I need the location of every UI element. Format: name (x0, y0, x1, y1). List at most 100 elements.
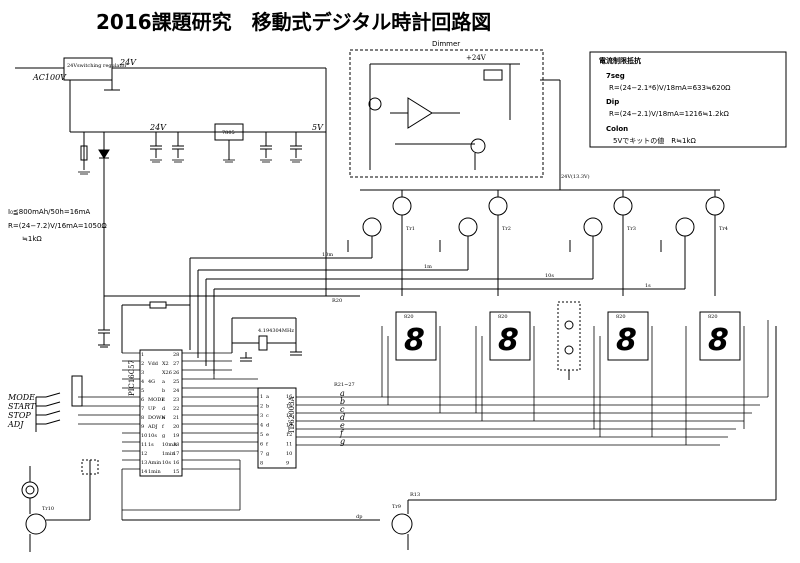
misc-wires (121, 374, 241, 520)
dimmer-section: Dimmer +24V (349, 40, 561, 190)
resistor (80, 145, 88, 161)
w10s-label: 10s (545, 273, 554, 279)
decoder-pin-left: 1 (260, 394, 263, 400)
tr-pnp-2 (488, 196, 508, 216)
tr10 (25, 513, 47, 535)
digit-10m (395, 311, 437, 361)
switch-adj: ADJ (7, 420, 24, 429)
dp-label: dp (356, 514, 362, 520)
pic-pin-left: 12 (141, 451, 147, 457)
pic-sig-right: X2 (162, 361, 169, 367)
crystal-label: 4.194304MHz (258, 328, 294, 334)
pic-sig-right: 10s (162, 460, 171, 466)
switch-mode: MODE (7, 393, 35, 402)
node-e: e (340, 421, 345, 430)
cds-sensor (368, 97, 382, 111)
decoder-pin-left: 2 (260, 404, 263, 410)
note-colon-text: 5Vでキットの値 R≒1kΩ (613, 136, 696, 145)
pic-pin-left: 14 (141, 469, 147, 475)
ac-label: AC100V (32, 73, 67, 82)
w10m-label: 10m (322, 252, 333, 258)
pic-sig-left: Vdd (147, 361, 159, 367)
tr9-label: Tr9 (392, 504, 401, 510)
note-dip-label: Dip (606, 98, 619, 106)
node-g: g (340, 437, 345, 446)
relay (483, 69, 503, 81)
pic-sig-left: UP (148, 406, 156, 412)
pic-pin-right: 25 (173, 379, 179, 385)
digit-1s-glyph: 8 (708, 323, 729, 358)
tr-npn-1 (362, 217, 382, 237)
pic-pin-left: 9 (141, 424, 144, 430)
digit-1m-glyph: 8 (498, 323, 519, 358)
decoder-pin-left: 7 (260, 451, 263, 457)
tr9 (391, 513, 413, 535)
v5-label: 5V (312, 123, 324, 132)
pic-pin-right: 20 (173, 424, 179, 430)
crystal (258, 335, 268, 351)
pic-pin-right: 23 (173, 397, 179, 403)
digit-glyphs: 8 8 8 8 820 820 820 820 (404, 314, 729, 358)
switch-labels: MODE START STOP ADJ (7, 393, 36, 429)
pic-pin-right: 19 (173, 433, 179, 439)
decoder-sig-left: c (266, 413, 269, 419)
decoder-pin-right: 12 (286, 432, 292, 438)
transistor-label: Tr4 (719, 226, 728, 232)
pic-sig-right: X26 (162, 370, 172, 376)
pic-chip: PIC16C57 (128, 349, 183, 477)
left-notes: I₀≦800mAh/50h=16mA R=(24−7.2)V/16mA=1050… (8, 208, 107, 243)
pic-pin-left: 5 (141, 388, 144, 394)
w1s-label: 1s (645, 283, 651, 289)
decoder-sig-left: a (266, 394, 269, 400)
pic-sig-right: c (162, 397, 165, 403)
left-note-1: I₀≦800mAh/50h=16mA (8, 208, 90, 216)
left-note-2: R=(24−7.2)V/16mA=1050Ω (8, 222, 107, 230)
switch-start: START (8, 402, 36, 411)
v24b-label: 24V (149, 123, 167, 132)
pic-pin-right: 26 (173, 370, 179, 376)
r20-label: R20 (332, 298, 342, 304)
tr-npn-2 (458, 217, 478, 237)
tr-pnp-4 (705, 196, 725, 216)
dimmer-supply-label: +24V (466, 54, 487, 62)
node-d: d (340, 413, 345, 422)
switching-regulator (63, 57, 113, 81)
decoder-pin-left: 4 (260, 423, 263, 429)
v24-3-label: 24V(13.3V) (561, 173, 590, 180)
pic-sig-right: a (162, 379, 165, 385)
tr-pnp-1 (392, 196, 412, 216)
pic-sig-left: 4G (148, 379, 155, 385)
pic-sig-left: DOWN (148, 415, 166, 421)
pic-pin-right: 24 (173, 388, 179, 394)
pic-pin-lines (78, 352, 258, 470)
crystal-section: 4.194304MHz (231, 317, 302, 362)
pic-pin-left: 13 (141, 460, 147, 466)
resistor-array (71, 375, 83, 407)
tr-npn-3 (583, 217, 603, 237)
reg-ic-label: 7805 (222, 130, 235, 136)
pic-pin-right: 28 (173, 352, 179, 358)
pic-sig-right: d (162, 406, 166, 412)
driver-transistors: 24V(13.3V) (347, 173, 725, 296)
v24-label: 24V (119, 58, 137, 67)
pic-pin-left: 11 (141, 442, 147, 448)
node-c: c (340, 405, 345, 414)
decoder-sig-left: b (266, 404, 269, 410)
buzzer (21, 481, 39, 499)
node-b: b (340, 397, 345, 406)
power-supply-section: AC100V 24Vswitching regulator 24V 7805 2… (15, 57, 327, 296)
pic-pin-labels: 1234567891011121314Vdd4GMODEUPDOWNADJ10s… (141, 226, 728, 475)
tr10-label: Tr10 (42, 506, 54, 512)
pic-pin-right: 27 (173, 361, 179, 367)
switch-stop: STOP (8, 411, 31, 420)
transistor-label: Tr1 (406, 226, 415, 232)
note-heading: 電流制限抵抗 (599, 56, 641, 65)
pic-sig-left: MODE (148, 397, 165, 403)
pic-pin-right: 17 (173, 451, 179, 457)
pic-pin-right: 22 (173, 406, 179, 412)
node-f: f (339, 429, 345, 438)
pic-sig-right: f (162, 424, 165, 430)
buzzer-section: Tr10 (21, 459, 99, 552)
digit-10m-glyph: 8 (404, 323, 425, 358)
pic-pin-right: 21 (173, 415, 179, 421)
